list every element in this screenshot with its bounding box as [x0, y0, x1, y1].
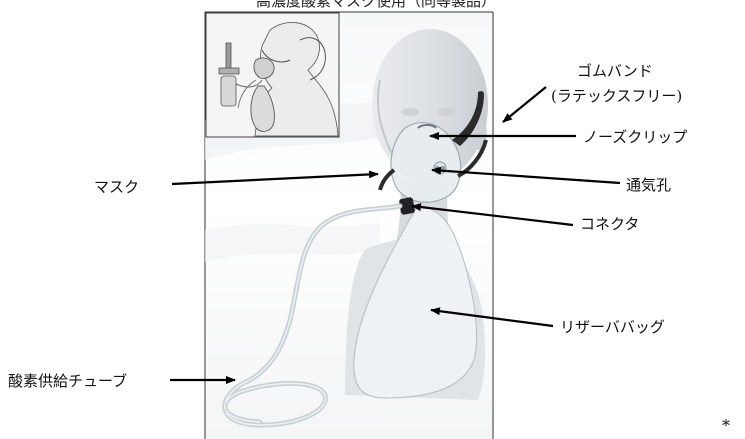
label-rubber-band: ゴムバンド — [577, 62, 653, 80]
label-oxygen-tube: 酸素供給チューブ — [8, 372, 127, 390]
label-reservoir-bag: リザーババッグ — [560, 318, 665, 336]
label-connector: コネクタ — [580, 215, 639, 233]
inset-illustration — [206, 13, 339, 137]
arrow-rubber-band — [503, 87, 546, 122]
label-nose-clip: ノーズクリップ — [583, 128, 687, 146]
label-mask: マスク — [94, 178, 139, 196]
label-vent-hole: 通気孔 — [626, 176, 671, 194]
footnote-mark: * — [722, 416, 730, 435]
label-latex-free: (ラテックスフリー) — [551, 87, 682, 105]
